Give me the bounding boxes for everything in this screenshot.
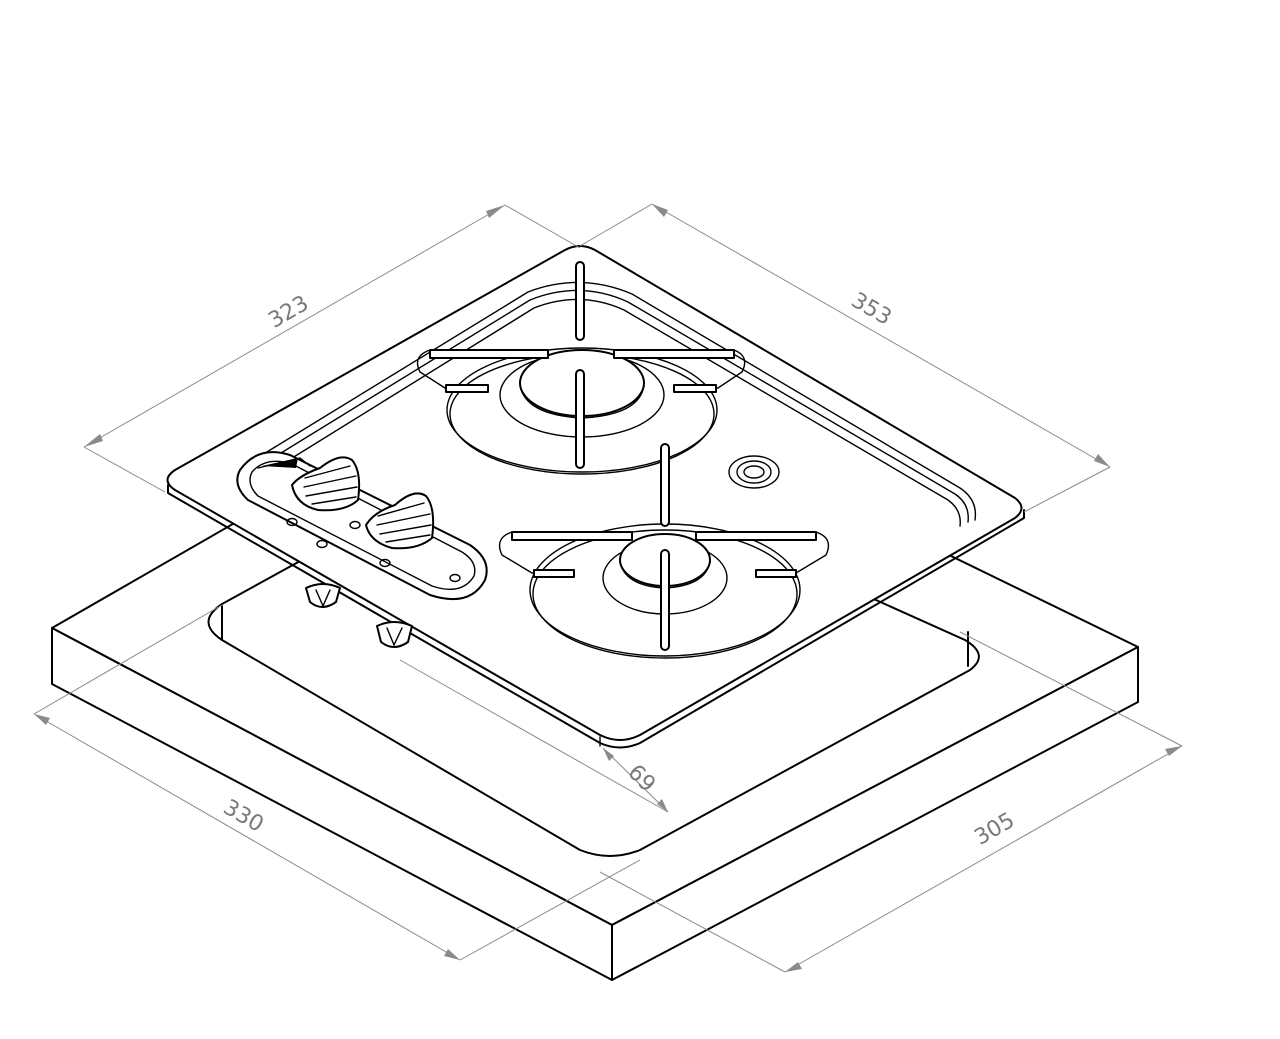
gas-fitting-1 [305, 583, 341, 608]
dimension-label-353: 353 [847, 288, 896, 331]
dimension-label-305: 305 [970, 808, 1019, 851]
ignition-button [728, 455, 780, 489]
burner-front [498, 443, 830, 659]
control-knob-1 [291, 456, 361, 512]
dimension-label-330: 330 [219, 795, 268, 838]
dimension-label-323: 323 [264, 291, 313, 334]
dimension-305: 305 [599, 631, 1183, 973]
gas-fitting-2 [376, 621, 413, 648]
control-knob-2 [365, 492, 435, 550]
burner-rear [416, 261, 746, 475]
hob [166, 245, 1025, 749]
